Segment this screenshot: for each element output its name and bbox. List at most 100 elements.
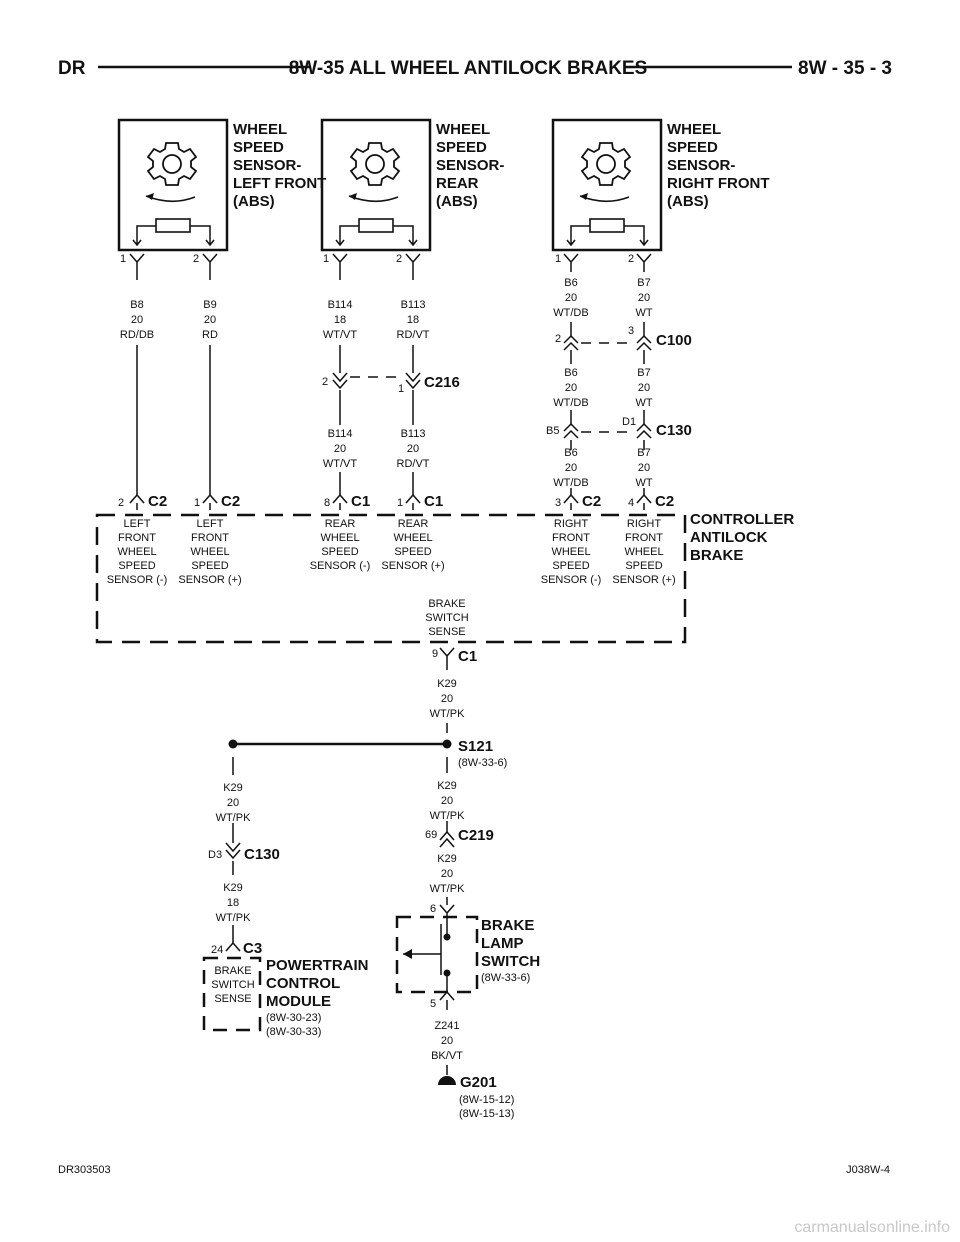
svg-text:C2: C2 <box>655 493 674 510</box>
svg-text:SENSOR-: SENSOR- <box>667 157 735 174</box>
svg-text:K29: K29 <box>437 853 457 865</box>
connector-c100: 2 3 C100 <box>555 325 692 351</box>
svg-text:WHEEL: WHEEL <box>117 546 156 558</box>
svg-text:SWITCH: SWITCH <box>481 953 540 970</box>
svg-text:C1: C1 <box>458 648 477 665</box>
svg-text:SPEED: SPEED <box>321 546 358 558</box>
svg-text:2: 2 <box>555 333 561 345</box>
svg-text:C2: C2 <box>221 493 240 510</box>
svg-text:WHEEL: WHEEL <box>320 532 359 544</box>
svg-text:3: 3 <box>555 497 561 509</box>
svg-text:WT: WT <box>635 477 652 489</box>
arrow-icon <box>146 193 154 200</box>
sensor-left-front: WHEEL SPEED SENSOR- LEFT FRONT (ABS) <box>117 118 326 252</box>
svg-text:B113: B113 <box>401 299 426 311</box>
svg-text:WT/PK: WT/PK <box>216 912 251 924</box>
svg-text:(ABS): (ABS) <box>436 193 478 210</box>
svg-text:1: 1 <box>398 383 404 395</box>
svg-text:LEFT: LEFT <box>124 518 151 530</box>
svg-text:18: 18 <box>407 314 419 326</box>
svg-text:20: 20 <box>227 797 239 809</box>
svg-text:B6: B6 <box>564 447 577 459</box>
svg-text:RIGHT: RIGHT <box>627 518 662 530</box>
svg-text:(8W-15-12): (8W-15-12) <box>459 1094 514 1106</box>
svg-text:SENSOR (+): SENSOR (+) <box>381 560 444 572</box>
connector-c130-rf: B5 D1 C130 <box>546 416 692 439</box>
svg-text:B113: B113 <box>401 428 426 440</box>
svg-text:(8W-30-23): (8W-30-23) <box>266 1012 321 1024</box>
svg-text:24: 24 <box>211 944 223 956</box>
svg-text:WT/PK: WT/PK <box>430 883 465 895</box>
svg-text:20: 20 <box>638 382 650 394</box>
svg-text:G201: G201 <box>460 1074 497 1091</box>
svg-text:20: 20 <box>441 795 453 807</box>
svg-text:SENSE: SENSE <box>428 626 465 638</box>
svg-text:(ABS): (ABS) <box>667 193 709 210</box>
svg-text:RIGHT FRONT: RIGHT FRONT <box>667 175 770 192</box>
svg-text:RD/DB: RD/DB <box>120 329 154 341</box>
cab-name-label: CONTROLLER ANTILOCK BRAKE <box>690 511 794 564</box>
svg-text:FRONT: FRONT <box>625 532 663 544</box>
footer-right: J038W-4 <box>846 1164 890 1176</box>
svg-text:RD/VT: RD/VT <box>397 458 430 470</box>
svg-text:B7: B7 <box>637 367 650 379</box>
svg-text:RD: RD <box>202 329 218 341</box>
svg-text:MODULE: MODULE <box>266 993 331 1010</box>
svg-text:CONTROL: CONTROL <box>266 975 340 992</box>
svg-text:K29: K29 <box>437 678 457 690</box>
svg-text:WHEEL: WHEEL <box>393 532 432 544</box>
svg-text:(ABS): (ABS) <box>233 193 275 210</box>
arrow-icon <box>349 193 357 200</box>
svg-text:(8W-30-33): (8W-30-33) <box>266 1026 321 1038</box>
wire-lines <box>136 322 645 495</box>
svg-text:20: 20 <box>131 314 143 326</box>
svg-text:WT: WT <box>635 397 652 409</box>
svg-text:SPEED: SPEED <box>118 560 155 572</box>
svg-text:C2: C2 <box>582 493 601 510</box>
svg-text:SWITCH: SWITCH <box>425 612 468 624</box>
svg-text:B7: B7 <box>637 447 650 459</box>
gear-icon <box>581 142 631 186</box>
brake-lamp-switch: 6 5 BRAKE LAMP SWITCH (8W-33-6) <box>395 903 540 1010</box>
svg-text:(8W-15-13): (8W-15-13) <box>459 1108 514 1120</box>
svg-text:B114: B114 <box>328 299 353 311</box>
svg-text:20: 20 <box>334 443 346 455</box>
svg-text:5: 5 <box>430 998 436 1010</box>
svg-text:2: 2 <box>628 253 634 265</box>
splice-s121-dot <box>442 739 452 749</box>
svg-text:(8W-33-6): (8W-33-6) <box>481 972 530 984</box>
svg-text:D3: D3 <box>208 849 222 861</box>
gear-icon <box>147 142 197 186</box>
svg-text:3: 3 <box>628 325 634 337</box>
svg-text:20: 20 <box>638 292 650 304</box>
svg-text:REAR: REAR <box>398 518 429 530</box>
svg-text:6: 6 <box>430 903 436 915</box>
svg-text:B9: B9 <box>203 299 216 311</box>
pcm-pin-label: BRAKE SWITCH SENSE <box>211 965 254 1005</box>
header-page: 8W - 35 - 3 <box>798 58 892 79</box>
svg-text:POWERTRAIN: POWERTRAIN <box>266 957 369 974</box>
svg-text:C1: C1 <box>424 493 443 510</box>
svg-text:SPEED: SPEED <box>394 546 431 558</box>
svg-text:20: 20 <box>441 1035 453 1047</box>
svg-text:WT/PK: WT/PK <box>216 812 251 824</box>
svg-text:20: 20 <box>441 868 453 880</box>
svg-text:FRONT: FRONT <box>118 532 156 544</box>
svg-text:SPEED: SPEED <box>667 139 718 156</box>
sensor-rear: WHEEL SPEED SENSOR- REAR (ABS) <box>320 118 504 252</box>
svg-text:B5: B5 <box>546 425 559 437</box>
page-header: DR 8W-35 ALL WHEEL ANTILOCK BRAKES 8W - … <box>58 58 892 79</box>
